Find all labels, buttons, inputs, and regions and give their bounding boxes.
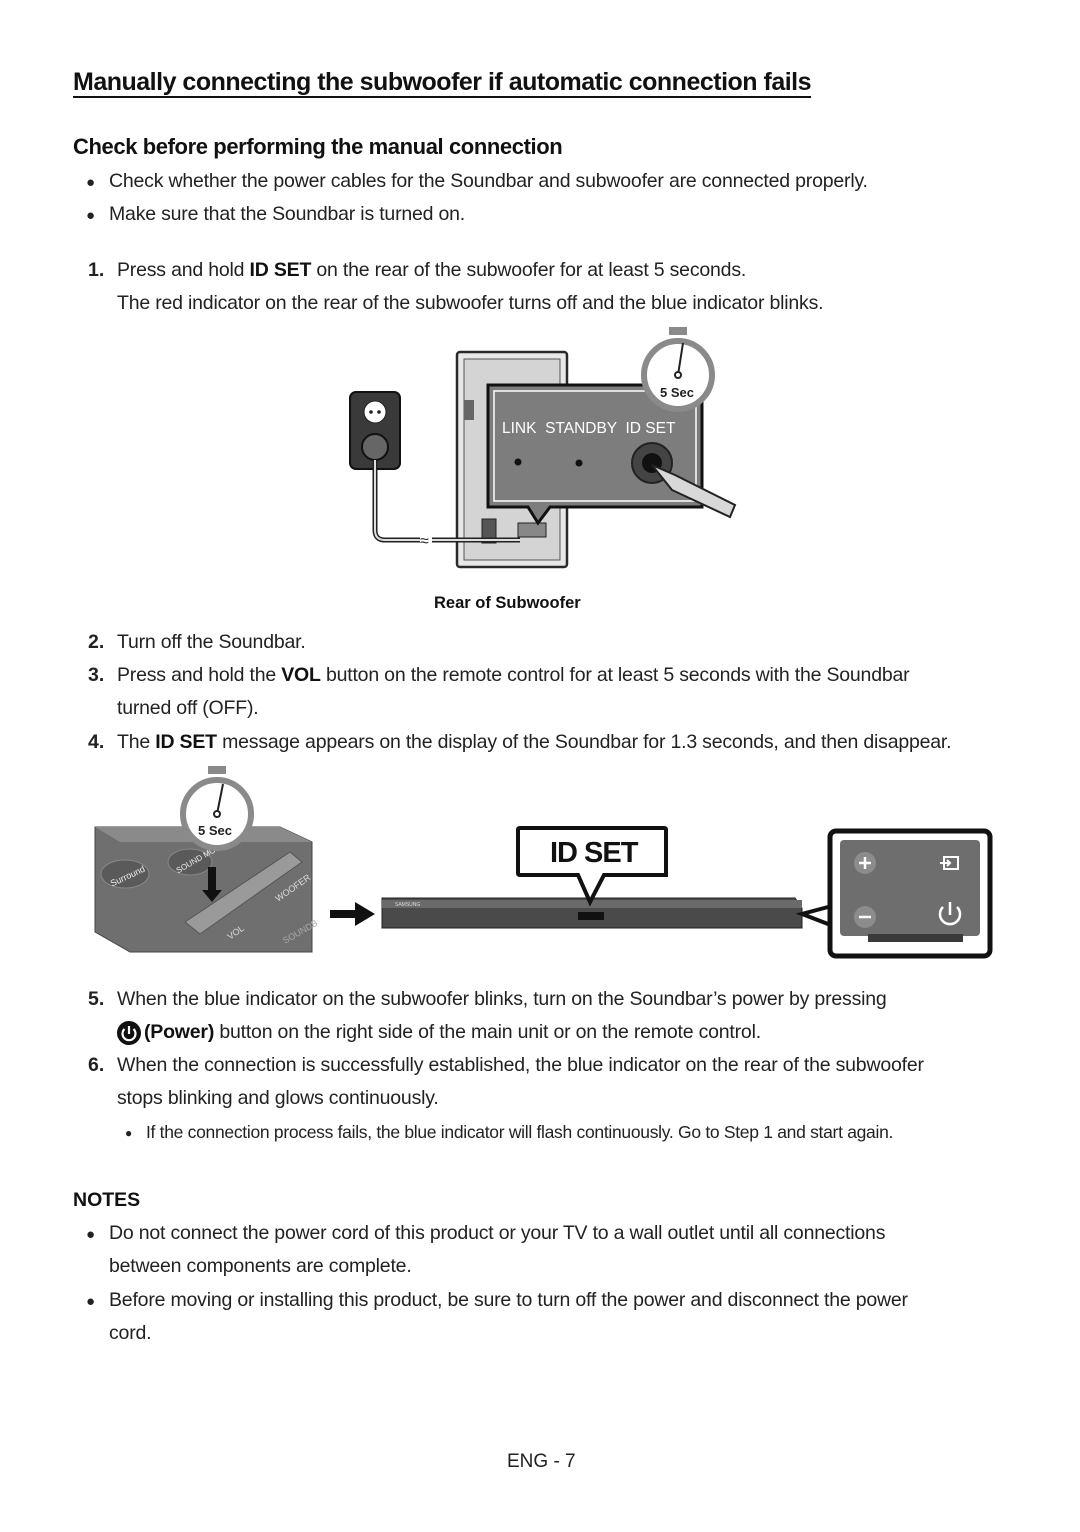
note-item: Before moving or installing this product… (109, 1289, 908, 1311)
page-number: ENG - 7 (507, 1451, 576, 1472)
bullet-icon: ● (86, 1226, 96, 1243)
step-text: When the blue indicator on the subwoofer… (117, 988, 887, 1010)
step-text: Press and hold ID SET on the rear of the… (117, 259, 747, 281)
step-text: The ID SET message appears on the displa… (117, 731, 952, 753)
note-item-line2: between components are complete. (109, 1255, 412, 1277)
step-text-line2: (Power) button on the right side of the … (144, 1021, 761, 1043)
timer-label: 5 Sec (660, 385, 694, 400)
bullet-icon: ● (86, 207, 96, 224)
note-item-line2: cord. (109, 1322, 152, 1344)
step-text-line2: The red indicator on the rear of the sub… (117, 292, 824, 314)
step-number: 6. (88, 1054, 105, 1076)
step-text-line2: stops blinking and glows continuously. (117, 1087, 439, 1109)
arrow-right-icon (330, 902, 375, 926)
step-text-line2: turned off (OFF). (117, 697, 259, 719)
power-icon (117, 1021, 141, 1045)
notes-heading: NOTES (73, 1189, 141, 1211)
bullet-icon: ● (86, 174, 96, 191)
timer-label: 5 Sec (198, 823, 232, 838)
svg-text:≈: ≈ (420, 533, 429, 550)
step-number: 5. (88, 988, 105, 1010)
check-item: Make sure that the Soundbar is turned on… (109, 203, 466, 225)
idset-figure: Surround SOUND MODE WOOFER VOL SOUNDB 5 … (94, 766, 993, 959)
step-text: Press and hold the VOL button on the rem… (117, 664, 910, 686)
subwoofer-rear-figure: ≈ LINK STANDBY ID SET 5 Sec (349, 327, 737, 569)
section-subtitle: Check before performing the manual conne… (73, 134, 563, 159)
step-text: Turn off the Soundbar. (117, 631, 306, 653)
page-title: Manually connecting the subwoofer if aut… (73, 68, 812, 96)
step-subnote: If the connection process fails, the blu… (146, 1122, 894, 1142)
stopwatch-icon: 5 Sec (180, 766, 254, 851)
step-text: When the connection is successfully esta… (117, 1054, 924, 1076)
step-number: 3. (88, 664, 105, 686)
panel-labels: LINK STANDBY ID SET (502, 420, 676, 437)
power-icon (938, 902, 962, 926)
step-number: 2. (88, 631, 105, 653)
figure-caption: Rear of Subwoofer (434, 594, 581, 612)
bullet-icon: ● (125, 1126, 133, 1140)
input-source-icon (940, 856, 959, 870)
stopwatch-icon: 5 Sec (641, 327, 715, 412)
step-number: 4. (88, 731, 105, 753)
bullet-icon: ● (86, 1293, 96, 1310)
soundbar-brand: SAMSUNG (395, 902, 420, 908)
check-item: Check whether the power cables for the S… (109, 170, 868, 192)
step-number: 1. (88, 259, 105, 281)
note-item: Do not connect the power cord of this pr… (109, 1222, 886, 1244)
idset-display: ID SET (550, 837, 639, 869)
